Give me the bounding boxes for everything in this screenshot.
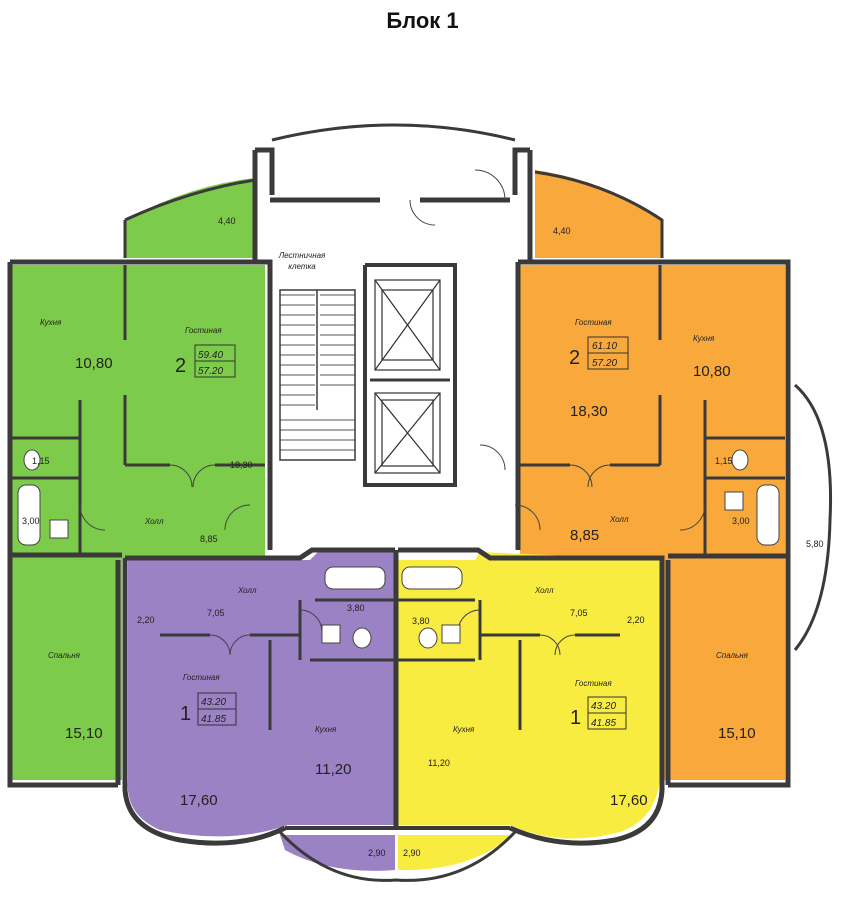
green-kitchen-area: 10,80 [75,355,113,372]
yellow-hall-area: 7,05 [570,608,588,618]
orange-kitchen-area: 10,80 [693,363,731,380]
green-living-area-total: 57.20 [198,366,223,377]
yellow-balcony-area: 2,90 [403,848,421,858]
yellow-kitchen-area: 11,20 [428,758,450,768]
orange-hall-area: 8,85 [570,527,599,544]
purple-balcony-area: 2,90 [368,848,386,858]
green-bedroom-label: Спальня [48,651,81,660]
yellow-living-area-total: 41.85 [591,718,616,729]
purple-living-label: Гостиная [183,673,220,682]
yellow-main-area [398,552,660,839]
apartment-yellow[interactable] [398,552,660,871]
green-living-label: Гостиная [185,326,222,335]
yellow-rooms: 1 [570,707,581,729]
purple-living-area-total: 41.85 [201,714,226,725]
green-bath-area: 3,00 [22,516,40,526]
purple-total-area: 43.20 [201,697,226,708]
green-rooms: 2 [175,355,186,377]
green-balcony [125,178,255,258]
apartment-purple[interactable] [127,552,395,871]
orange-hall-label: Холл [609,515,629,524]
apartment-orange[interactable] [520,170,785,780]
apartment-green[interactable] [10,178,265,780]
yellow-hall-label: Холл [534,586,554,595]
doors [79,169,706,656]
orange-balcony [535,170,662,258]
green-hall-label: Холл [144,517,164,526]
staircase [279,289,356,461]
green-hall-area: 8,85 [200,534,218,544]
green-main-area [10,265,265,780]
purple-kitchen-area: 11,20 [315,761,351,778]
green-total-area: 59.40 [198,350,223,361]
purple-hall-label: Холл [237,586,257,595]
orange-living-area-total: 57.20 [592,358,617,369]
stair-label-line2: клетка [288,262,316,271]
yellow-bath-area: 3,80 [412,616,430,626]
stair-label-line1: Лестничная [278,251,326,260]
orange-balcony-area: 4,40 [553,226,571,236]
yellow-closet-area: 2,20 [627,615,645,625]
purple-closet-area: 2,20 [137,615,155,625]
yellow-living-label: Гостиная [575,679,612,688]
purple-living-area: 17,60 [180,792,218,809]
purple-kitchen-label: Кухня [315,725,337,734]
yellow-living-area: 17,60 [610,792,648,809]
purple-hall-area: 7,05 [207,608,225,618]
green-bedroom-area: 15,10 [65,725,103,742]
block-title: Блок 1 [386,8,459,33]
interior-walls [10,265,785,730]
purple-main-area [127,552,395,837]
orange-wc-area: 1,15 [715,456,733,466]
orange-bath-area: 3,00 [732,516,750,526]
fixtures [17,449,780,649]
purple-bath-area: 3,80 [347,603,365,613]
orange-living-area: 18,30 [570,403,608,420]
orange-total-area: 61.10 [592,341,617,352]
green-living-area: 18,30 [230,460,253,470]
orange-kitchen-label: Кухня [693,334,715,343]
green-wc-area: 1,15 [32,456,50,466]
yellow-total-area: 43.20 [591,701,616,712]
walls [7,123,833,882]
orange-main-area [520,265,785,780]
orange-bedroom-area: 15,10 [718,725,756,742]
orange-loggia-area: 5,80 [806,539,824,549]
yellow-balcony [398,835,512,871]
elevators [374,279,441,474]
green-balcony-area: 4,40 [218,216,236,226]
green-kitchen-label: Кухня [40,318,62,327]
orange-bedroom-label: Спальня [716,651,749,660]
yellow-kitchen-label: Кухня [453,725,475,734]
purple-balcony [280,835,395,871]
orange-living-label: Гостиная [575,318,612,327]
purple-rooms: 1 [180,703,191,725]
orange-rooms: 2 [569,347,580,369]
